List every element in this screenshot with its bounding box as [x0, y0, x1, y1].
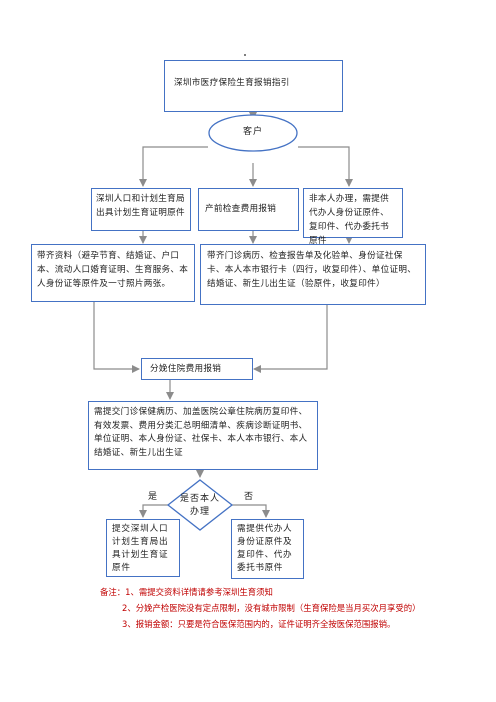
connector-customer-right — [298, 146, 353, 187]
required-docs-box: 需提交门诊保健病历、加盖医院公章住院病历复印件、有效发票、费用分类汇总明细清单、… — [88, 401, 318, 470]
note-text: 报销金额：只要是符合医保范围内的，证件证明齐全按医保范围报销。 — [135, 619, 396, 629]
decision-diamond — [166, 479, 234, 531]
connector-decision-no — [231, 504, 270, 518]
note-line-2: 2、分娩产检医院没有定点限制，没有城市限制（生育保险是当月买次月享受的） — [100, 600, 490, 616]
outcome-no-box: 需提供代办人身份证原件及复印件、代办委托书原件 — [231, 519, 304, 579]
connector-rightmat-reimburse — [253, 305, 328, 373]
materials-left-text: 带齐资料（避孕节育、结婚证、户口本、流动人口婚育证明、生育服务、本人身份证等原件… — [37, 251, 189, 289]
stray-mark — [244, 54, 246, 56]
reimburse-text: 分娩住院费用报销 — [150, 364, 222, 374]
note-number: 1、 — [125, 587, 139, 597]
connector-leftmat-reimburse — [93, 302, 140, 373]
outcome-yes-text: 提交深圳人口计划生育局出具计划生育证原件 — [112, 524, 169, 573]
page-title: 深圳市医疗保险生育报销指引 — [174, 78, 290, 88]
materials-right-text: 带齐门诊病历、检查报告单及化验单、身份证社保卡、本人本市银行卡（四行，收复印件）… — [207, 251, 417, 289]
note-text: 分娩产检医院没有定点限制，没有城市限制（生育保险是当月买次月享受的） — [135, 603, 421, 613]
connector-customer-left — [139, 146, 208, 187]
notes-section: 备注：1、需提交资料详情请参考深圳生育须知 2、分娩产检医院没有定点限制，没有城… — [100, 584, 490, 632]
outcome-no-text: 需提供代办人身份证原件及复印件、代办委托书原件 — [237, 524, 293, 573]
note-line-3: 3、报销金额：只要是符合医保范围内的，证件证明齐全按医保范围报销。 — [100, 616, 490, 632]
materials-right-box: 带齐门诊病历、检查报告单及化验单、身份证社保卡、本人本市银行卡（四行，收复印件）… — [200, 244, 426, 305]
branch-left-text: 深圳人口和计划生育局出具计划生育证明原件 — [96, 194, 185, 218]
branch-middle-box: 产前检查费用报销 — [198, 188, 299, 231]
reimburse-box: 分娩住院费用报销 — [141, 358, 253, 380]
outcome-yes-box: 提交深圳人口计划生育局出具计划生育证原件 — [106, 519, 180, 577]
decision-label: 是否本人办理 — [179, 494, 220, 517]
notes-heading: 备注： — [100, 587, 126, 597]
note-text: 需提交资料详情请参考深圳生育须知 — [138, 587, 273, 597]
customer-label: 客户 — [242, 127, 263, 137]
decision-yes-label: 是 — [148, 492, 158, 502]
branch-middle-text: 产前检查费用报销 — [205, 204, 277, 214]
branch-right-text: 非本人办理，需提供代办人身份证原件、复印件、代办委托书原件 — [309, 194, 390, 246]
note-number: 2、 — [122, 603, 136, 613]
branch-left-box: 深圳人口和计划生育局出具计划生育证明原件 — [91, 188, 191, 231]
connector-decision-yes — [139, 504, 169, 518]
branch-right-box: 非本人办理，需提供代办人身份证原件、复印件、代办委托书原件 — [303, 188, 403, 246]
materials-left-box: 带齐资料（避孕节育、结婚证、户口本、流动人口婚育证明、生育服务、本人身份证等原件… — [31, 244, 195, 302]
customer-ellipse — [208, 114, 298, 152]
note-number: 3、 — [122, 619, 136, 629]
note-line-1: 备注：1、需提交资料详情请参考深圳生育须知 — [100, 584, 490, 600]
title-box: 深圳市医疗保险生育报销指引 — [164, 60, 343, 112]
required-docs-text: 需提交门诊保健病历、加盖医院公章住院病历复印件、有效发票、费用分类汇总明细清单、… — [94, 407, 308, 458]
decision-no-label: 否 — [244, 492, 254, 502]
